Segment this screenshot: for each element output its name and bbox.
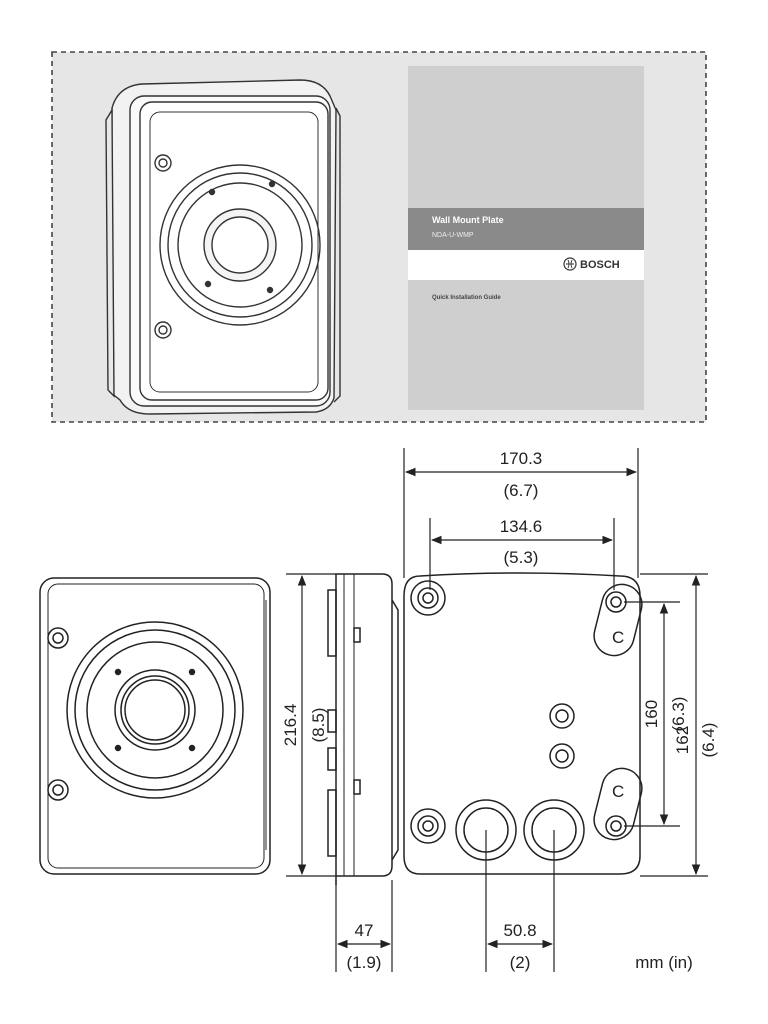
guide-brand: BOSCH [580,259,620,271]
guide-title-band [408,208,644,250]
guide-brand-band [408,250,644,280]
depth-in: (1.9) [347,953,382,972]
hole-spacing-width-mm: 134.6 [500,517,543,536]
overall-width-in: (6.7) [504,481,539,500]
quick-installation-guide-cover: Wall Mount Plate NDA-U-WMP BOSCH Quick I… [408,66,644,410]
hole-spacing-vertical-outer-in: (6.4) [699,723,718,758]
hole-spacing-vertical-inner-mm: 160 [642,700,661,728]
rear-view [403,572,643,875]
bosch-logo-icon [563,257,577,271]
height-mm: 216.4 [281,704,300,747]
height-in: (8.5) [309,708,328,743]
hole-spacing-width-in: (5.3) [504,548,539,567]
slot-label-top: C [612,628,624,647]
hole-spacing-vertical-outer-mm: 162 [673,726,692,754]
guide-subtitle: NDA-U-WMP [432,232,474,239]
package-contents-panel: Wall Mount Plate NDA-U-WMP BOSCH Quick I… [51,51,707,423]
conduit-spacing-mm: 50.8 [503,921,536,940]
side-view [327,573,399,885]
conduit-spacing-in: (2) [510,953,531,972]
wall-mount-plate-3d-illustration [105,79,341,415]
dimension-lines [286,448,708,972]
slot-label-bottom: C [612,782,624,801]
guide-doc-type: Quick Installation Guide [432,295,501,301]
depth-mm: 47 [355,921,374,940]
guide-title: Wall Mount Plate [432,215,504,225]
units-label: mm (in) [635,953,693,972]
hole-spacing-vertical-inner-in: (6.3) [669,697,688,732]
front-view [39,577,271,875]
overall-width-mm: 170.3 [500,449,543,468]
